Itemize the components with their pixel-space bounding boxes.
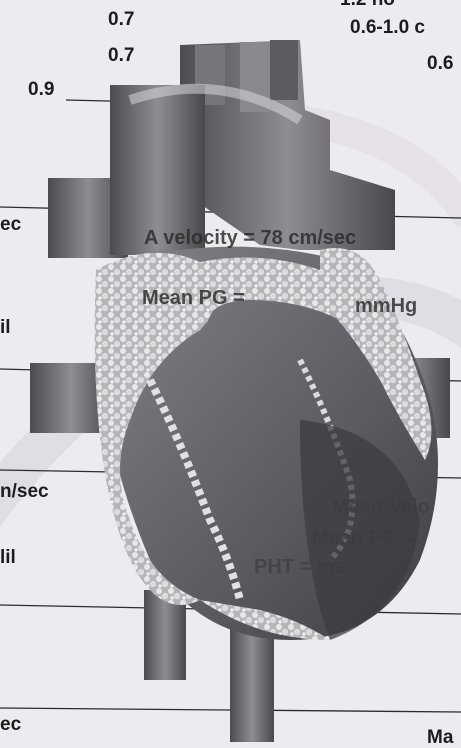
left-edge-text-1: ec [0, 215, 21, 234]
left-edge-text-3: n/sec [0, 482, 49, 501]
top-right-value: 0.6 [427, 54, 453, 73]
left-edge-text-4: lil [0, 548, 16, 567]
aortic-branch-3 [270, 40, 298, 100]
value-label-2: 0.7 [108, 46, 134, 65]
overlay-pht: PHT = ms [254, 557, 346, 577]
value-label-3: 0.9 [28, 80, 54, 99]
left-edge-text-5: ec [0, 715, 21, 734]
bottom-right-text: Ma [427, 728, 453, 747]
overlay-velocity: A velocity = 78 cm/sec [144, 228, 356, 248]
overlay-mean-velo: Mean Velo [332, 497, 430, 517]
top-right-partial: 1.2 no [340, 0, 395, 9]
value-label-1: 0.7 [108, 10, 134, 29]
top-right-range: 0.6-1.0 c [350, 18, 425, 37]
overlay-mean-pg: Mean PG = [142, 288, 245, 308]
overlay-mean-pg-lower: Mean PG = [312, 528, 415, 548]
left-edge-text-2: il [0, 318, 11, 337]
overlay-mmhg: mmHg [355, 296, 417, 316]
